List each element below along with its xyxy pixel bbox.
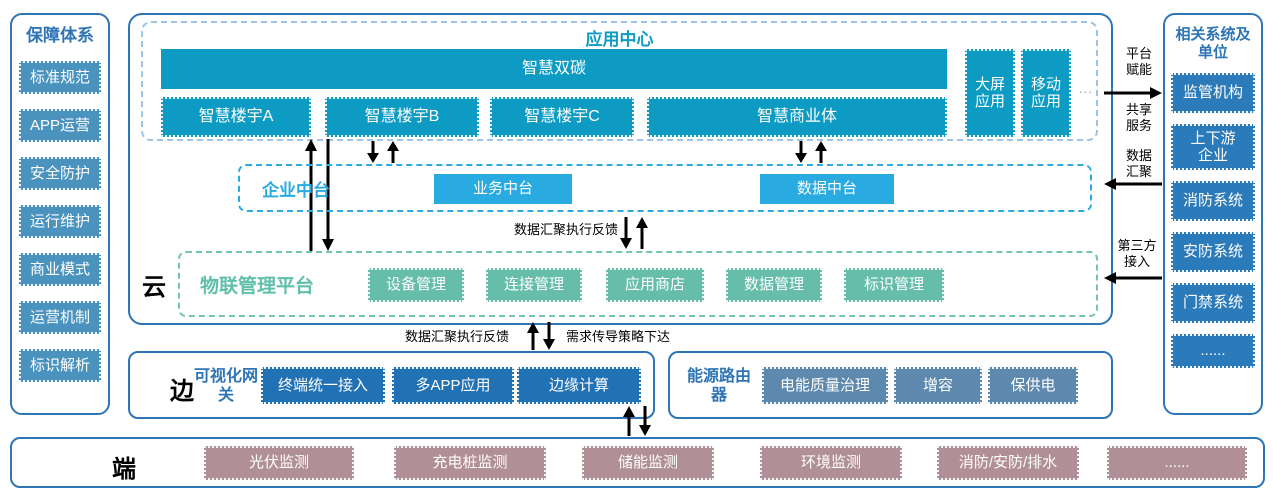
flow-label-third-party: 第三方接入 [1117, 238, 1157, 270]
energy-box: 增容 [894, 367, 982, 404]
terminal-layer-label: 端 [112, 456, 136, 483]
guarantee-sidebar-title: 保障体系 [26, 26, 94, 45]
guarantee-item: 标识解析 [19, 349, 101, 383]
energy-box: 电能质量治理 [762, 367, 888, 404]
related-system-item: 监管机构 [1171, 73, 1255, 113]
guarantee-item: APP运营 [19, 109, 101, 143]
iot-box: 数据管理 [726, 268, 822, 302]
arrow-up-icon [387, 141, 399, 163]
app-side-box: 移动应用 [1021, 49, 1071, 137]
iot-platform-group: 物联管理平台 设备管理 连接管理 应用商店 数据管理 标识管理 [178, 251, 1098, 317]
iot-box: 连接管理 [486, 268, 582, 302]
related-systems-sidebar: 相关系统及单位 监管机构 上下游企业 消防系统 安防系统 门禁系统 ...... [1163, 13, 1263, 415]
gateway-box: 终端统一接入 [261, 367, 385, 404]
enterprise-platform-group: 企业中台 业务中台 数据中台 [238, 164, 1092, 212]
energy-router-container: 能源路由器 电能质量治理 增容 保供电 [668, 351, 1113, 419]
flow-label-demand-policy: 需求传导策略下达 [566, 329, 671, 344]
guarantee-item: 安全防护 [19, 157, 101, 191]
arrow-down-icon [639, 406, 651, 436]
iot-box: 标识管理 [844, 268, 944, 302]
enterprise-box: 业务中台 [434, 174, 572, 204]
related-system-item: 上下游企业 [1171, 124, 1255, 170]
arrow-up-icon [623, 406, 635, 436]
arrow-left-icon [1104, 272, 1162, 284]
cloud-layer-label: 云 [142, 274, 166, 301]
gateway-title: 可视化网关 [194, 368, 259, 405]
flow-label-data-feedback: 数据汇聚执行反馈 [514, 222, 619, 237]
flow-label-shared-service: 共享服务 [1125, 102, 1152, 134]
flow-label-data-feedback-lower: 数据汇聚执行反馈 [405, 329, 510, 344]
related-system-item: 门禁系统 [1171, 283, 1255, 323]
edge-gateway-container: 边 可视化网关 终端统一接入 多APP应用 边缘计算 [128, 351, 655, 419]
related-system-item: 安防系统 [1171, 232, 1255, 272]
arrow-up-icon [815, 141, 827, 163]
iot-box: 应用商店 [606, 268, 704, 302]
gateway-box: 多APP应用 [392, 367, 514, 404]
iot-box: 设备管理 [368, 268, 464, 302]
energy-box: 保供电 [988, 367, 1078, 404]
arrow-down-icon [367, 141, 379, 163]
app-box: 智慧楼宇A [161, 97, 311, 137]
arrow-down-icon [543, 322, 555, 350]
enterprise-box: 数据中台 [760, 174, 894, 204]
gateway-box: 边缘计算 [517, 367, 641, 404]
terminal-box: 充电桩监测 [394, 446, 546, 480]
arrow-down-icon [620, 217, 632, 249]
app-box: 智慧商业体 [647, 97, 947, 137]
arrow-down-icon [322, 139, 334, 251]
cloud-main-container: 应用中心 智慧双碳 智慧楼宇A 智慧楼宇B 智慧楼宇C 智慧商业体 大屏应用 移… [128, 13, 1113, 325]
guarantee-item: 运行维护 [19, 205, 101, 239]
related-system-item: 消防系统 [1171, 181, 1255, 221]
terminal-box: 储能监测 [582, 446, 714, 480]
terminal-box: 环境监测 [760, 446, 902, 480]
terminal-box: 光伏监测 [204, 446, 354, 480]
arrow-up-icon [636, 217, 648, 249]
arrow-down-icon [795, 141, 807, 163]
guarantee-item: 商业模式 [19, 253, 101, 287]
flow-label-platform-enable: 平台赋能 [1125, 46, 1152, 78]
terminal-box: ...... [1107, 446, 1247, 480]
guarantee-sidebar: 保障体系 标准规范 APP运营 安全防护 运行维护 商业模式 运营机制 标识解析 [10, 13, 110, 415]
arrow-up-icon [527, 322, 539, 350]
flow-label-data-aggregation: 数据汇聚 [1125, 148, 1152, 180]
app-center-title: 应用中心 [585, 30, 654, 49]
arrow-right-icon [1104, 87, 1162, 99]
edge-layer-label: 边 [170, 378, 194, 405]
arrow-up-icon [305, 139, 317, 251]
iot-platform-title: 物联管理平台 [200, 275, 315, 297]
guarantee-item: 运营机制 [19, 301, 101, 335]
related-systems-title: 相关系统及单位 [1175, 26, 1251, 61]
guarantee-item: 标准规范 [19, 61, 101, 95]
arrow-left-icon [1104, 178, 1162, 190]
enterprise-platform-title: 企业中台 [262, 180, 330, 200]
energy-router-title: 能源路由器 [686, 368, 751, 405]
terminal-container: 端 光伏监测 充电桩监测 储能监测 环境监测 消防/安防/排水 ...... [10, 437, 1265, 488]
app-box: 智慧楼宇B [325, 97, 479, 137]
terminal-box: 消防/安防/排水 [937, 446, 1079, 480]
app-more-ellipsis: ... [1079, 81, 1093, 96]
app-side-box: 大屏应用 [965, 49, 1015, 137]
app-box: 智慧楼宇C [490, 97, 634, 137]
app-banner: 智慧双碳 [161, 49, 947, 89]
related-system-item: ...... [1171, 334, 1255, 368]
app-center-group: 应用中心 智慧双碳 智慧楼宇A 智慧楼宇B 智慧楼宇C 智慧商业体 大屏应用 移… [141, 21, 1098, 141]
